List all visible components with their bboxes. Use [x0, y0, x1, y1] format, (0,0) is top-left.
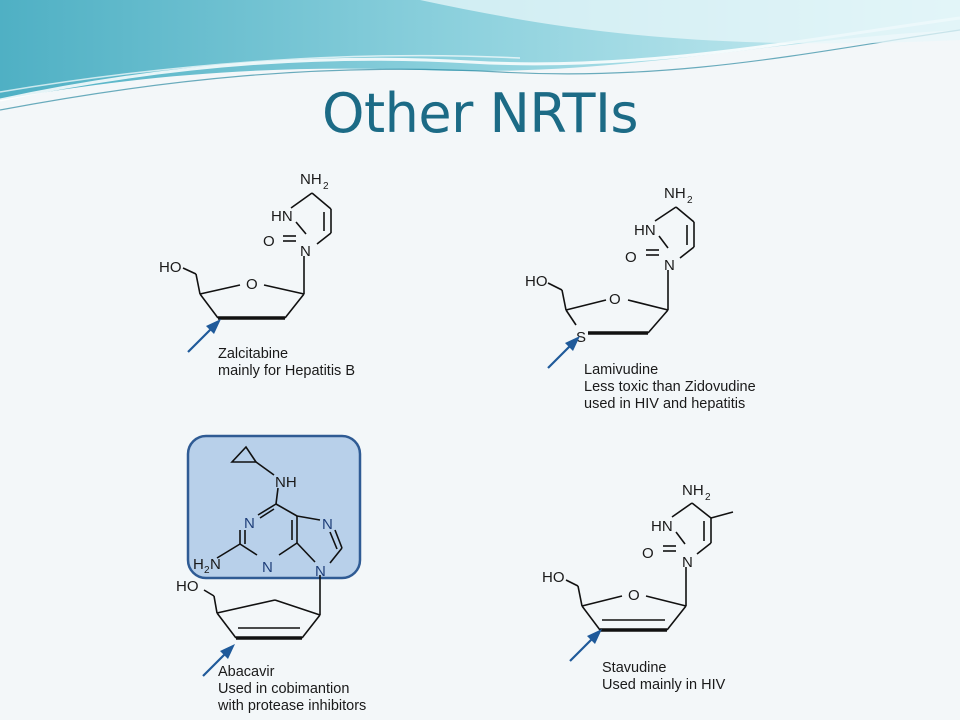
ring-o-label: O: [246, 276, 258, 293]
highlight-box: [186, 434, 362, 580]
h2n-n-label: N: [210, 556, 221, 573]
hn-label: HN: [651, 518, 673, 535]
ho-label: HO: [542, 569, 565, 586]
nh-label: NH: [275, 474, 297, 491]
header-wave-decoration: [0, 0, 960, 111]
compound-name: Abacavir: [218, 664, 275, 680]
stavudine-caption: Stavudine Used mainly in HIV: [602, 660, 725, 694]
carbonyl-o-label: O: [625, 249, 637, 266]
n-label: N: [300, 243, 311, 260]
abacavir-caption: Abacavir Used in cobimantion with protea…: [218, 664, 366, 715]
n-label: N: [315, 563, 326, 580]
compound-note-line: Less toxic than Zidovudine: [584, 379, 756, 395]
compound-note-line: mainly for Hepatitis B: [218, 363, 355, 379]
hn-label: HN: [271, 208, 293, 225]
n-label: N: [664, 257, 675, 274]
subscript-label: 2: [204, 565, 210, 576]
subscript-label: 2: [705, 492, 711, 503]
compound-name: Zalcitabine: [218, 346, 289, 362]
subscript-label: 2: [323, 181, 329, 192]
ring-o-label: O: [609, 291, 621, 308]
compound-note-line: Used mainly in HIV: [602, 677, 726, 693]
compound-note-line: used in HIV and hepatitis: [584, 396, 746, 412]
n-label: N: [682, 554, 693, 571]
ho-label: HO: [159, 259, 182, 276]
compound-note-line: Used in cobimantion: [218, 681, 350, 697]
lamivudine-caption: Lamivudine Less toxic than Zidovudine us…: [584, 362, 756, 413]
amine-label: NH: [682, 482, 704, 499]
compound-name: Stavudine: [602, 660, 667, 676]
carbonyl-o-label: O: [642, 545, 654, 562]
sulfur-label: S: [576, 329, 586, 346]
compound-name: Lamivudine: [584, 362, 659, 378]
amine-label: NH: [664, 185, 686, 202]
h2n-h-label: H: [193, 556, 204, 573]
zalcitabine-caption: Zalcitabine mainly for Hepatitis B: [218, 346, 355, 380]
n-label: N: [262, 559, 273, 576]
subscript-label: 2: [687, 195, 693, 206]
slide-title: Other NRTIs: [321, 82, 639, 145]
carbonyl-o-label: O: [263, 233, 275, 250]
ho-label: HO: [176, 578, 199, 595]
n-label: N: [244, 515, 255, 532]
compound-note-line: with protease inhibitors: [218, 698, 367, 714]
amine-label: NH: [300, 171, 322, 188]
ring-o-label: O: [628, 587, 640, 604]
hn-label: HN: [634, 222, 656, 239]
n-label: N: [322, 516, 333, 533]
ho-label: HO: [525, 273, 548, 290]
